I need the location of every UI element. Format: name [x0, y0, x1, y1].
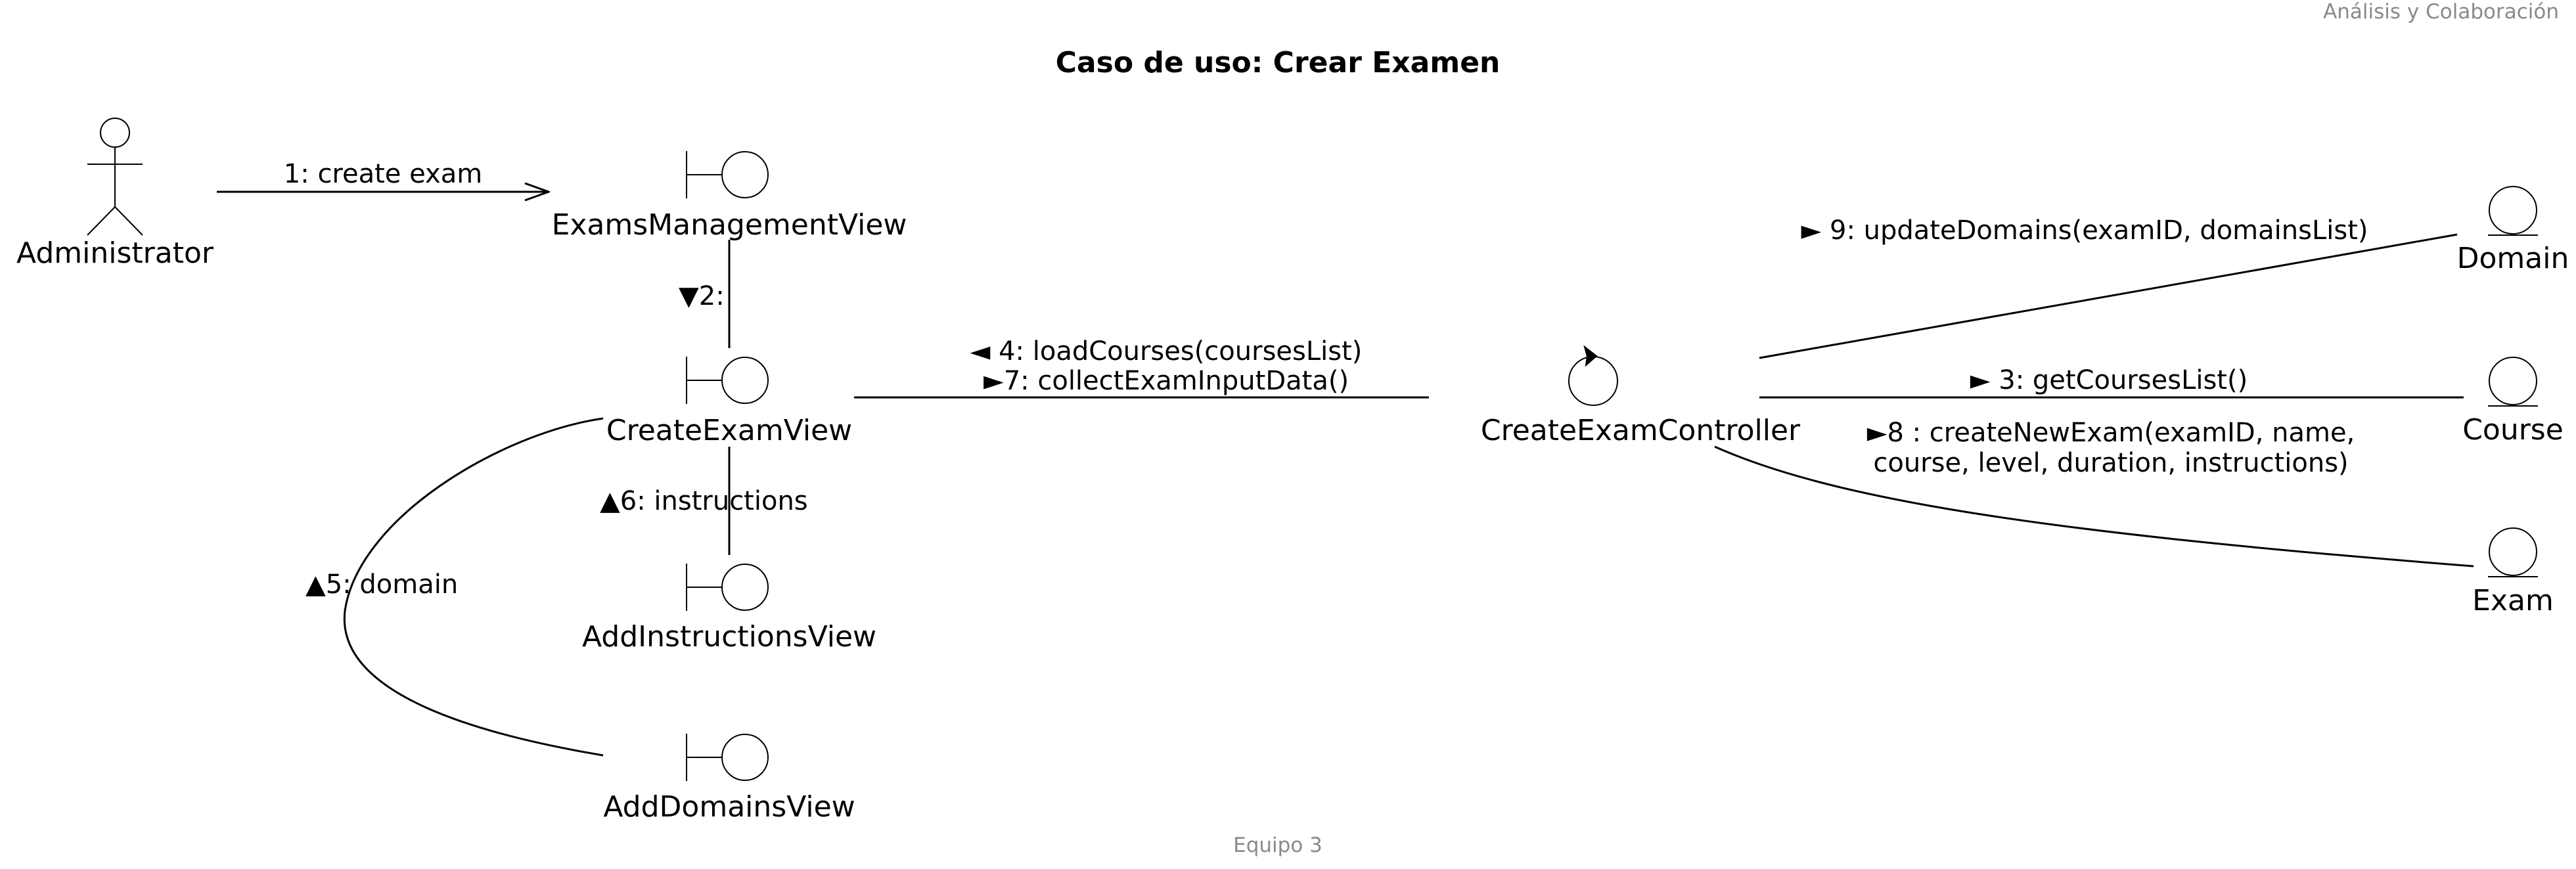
entity-icon	[2488, 357, 2538, 407]
diagram-footer: Equipo 3	[1233, 834, 1322, 857]
boundary-icon	[686, 357, 769, 404]
node-label: ExamsManagementView	[552, 208, 907, 242]
node-add-instructions-view[interactable]: AddInstructionsView	[582, 564, 876, 654]
message-9-label: ► 9: updateDomains(examID, domainsList)	[1801, 215, 2368, 246]
node-label: Exam	[2472, 584, 2554, 617]
message-3-label: ► 3: getCoursesList()	[1970, 365, 2248, 395]
node-create-exam-controller[interactable]: CreateExamController	[1481, 345, 1801, 447]
node-label: Course	[2462, 413, 2564, 447]
entity-icon	[2488, 527, 2538, 577]
node-label: CreateExamView	[606, 414, 852, 447]
message-5-label: ▲5: domain	[305, 569, 458, 600]
boundary-icon	[686, 564, 769, 611]
node-domain[interactable]: Domain	[2457, 186, 2569, 275]
message-4-label: ◄ 4: loadCourses(coursesList)	[970, 336, 1363, 367]
boundary-icon	[686, 734, 769, 781]
message-1-label: 1: create exam	[284, 159, 482, 189]
link-controller-to-domain	[1759, 233, 2458, 359]
node-label: AddInstructionsView	[582, 620, 876, 654]
node-course[interactable]: Course	[2462, 357, 2564, 447]
link-create-exam-view-to-add-domains-view	[343, 417, 604, 757]
node-label: Domain	[2457, 242, 2569, 275]
control-icon	[1568, 345, 1618, 406]
message-6-label: ▲6: instructions	[600, 486, 808, 516]
diagram-header: Análisis y Colaboración	[2323, 0, 2559, 24]
node-exam[interactable]: Exam	[2472, 527, 2554, 617]
entity-icon	[2488, 186, 2538, 236]
message-8-label-line-1: ►8 : createNewExam(examID, name,	[1867, 418, 2355, 448]
boundary-icon	[686, 151, 769, 198]
node-label: AddDomainsView	[603, 790, 855, 824]
link-controller-to-exam	[1714, 445, 2474, 568]
actor-icon	[87, 118, 143, 236]
message-8-label-line-2: course, level, duration, instructions)	[1873, 448, 2348, 478]
node-administrator[interactable]: Administrator	[16, 118, 214, 270]
node-label: Administrator	[16, 236, 214, 270]
node-label: CreateExamController	[1481, 414, 1801, 447]
node-exams-management-view[interactable]: ExamsManagementView	[552, 151, 907, 242]
node-create-exam-view[interactable]: CreateExamView	[606, 357, 852, 447]
message-7-label: ►7: collectExamInputData()	[983, 366, 1349, 396]
message-2-label: ▼2:	[679, 281, 725, 311]
diagram-title: Caso de uso: Crear Examen	[1056, 46, 1501, 79]
node-add-domains-view[interactable]: AddDomainsView	[603, 734, 855, 824]
